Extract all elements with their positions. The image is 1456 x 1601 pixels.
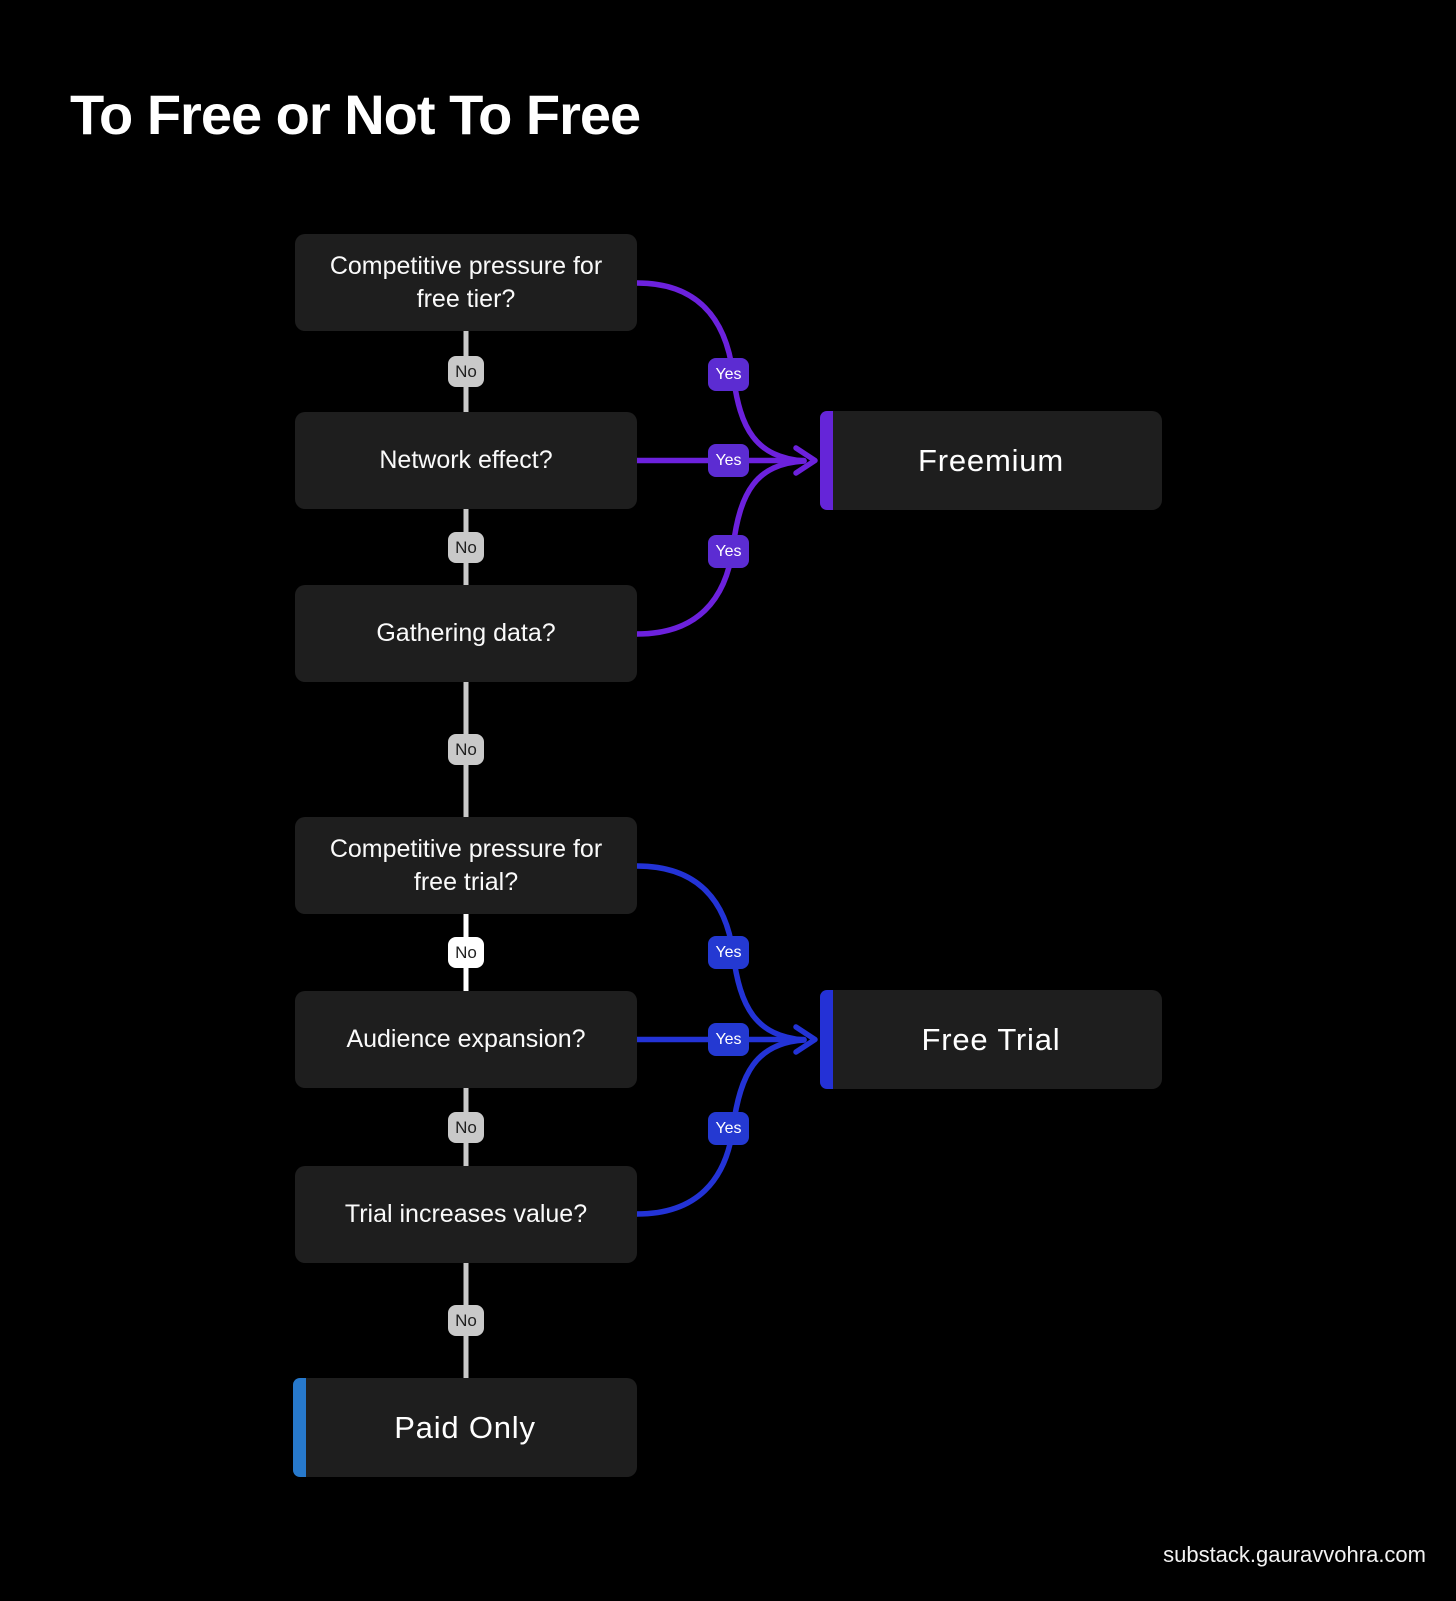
question-node-free-trial-pressure: Competitive pressure for free trial? [295, 817, 637, 914]
question-label: Trial increases value? [344, 1200, 588, 1228]
accent-bar [820, 411, 833, 510]
edge-label-yes: Yes [708, 936, 749, 969]
question-label: Competitive pressure for free trial? [329, 834, 603, 896]
edge-label-no: No [448, 734, 484, 765]
accent-bar [820, 990, 833, 1089]
edge-label-yes: Yes [708, 444, 749, 477]
edge-label-no: No [448, 1112, 484, 1143]
outcome-label: Free Trial [921, 1021, 1061, 1057]
question-label: Competitive pressure for free tier? [329, 251, 603, 313]
page-title: To Free or Not To Free [70, 83, 641, 146]
footer-credit: substack.gauravvohra.com [1163, 1542, 1426, 1567]
question-node-network-effect: Network effect? [295, 412, 637, 509]
edge-label-no: No [448, 1305, 484, 1336]
outcome-label: Freemium [918, 442, 1064, 478]
arrowhead-freemium [793, 445, 818, 476]
outcome-node-free-trial: Free Trial [820, 990, 1162, 1089]
question-label: Audience expansion? [346, 1025, 586, 1053]
question-label: Network effect? [379, 446, 553, 474]
arrowhead-free-trial [793, 1024, 818, 1055]
question-node-gathering-data: Gathering data? [295, 585, 637, 682]
edge-label-no: No [448, 937, 484, 968]
edge-label-yes: Yes [708, 358, 749, 391]
edge-label-yes: Yes [708, 1112, 749, 1145]
accent-bar [293, 1378, 306, 1477]
outcome-label: Paid Only [394, 1409, 536, 1445]
edge-label-yes: Yes [708, 535, 749, 568]
edge-label-yes: Yes [708, 1023, 749, 1056]
outcome-node-freemium: Freemium [820, 411, 1162, 510]
edge-label-no: No [448, 356, 484, 387]
outcome-node-paid-only: Paid Only [293, 1378, 637, 1477]
question-node-free-tier-pressure: Competitive pressure for free tier? [295, 234, 637, 331]
question-node-trial-value: Trial increases value? [295, 1166, 637, 1263]
question-label: Gathering data? [376, 619, 556, 647]
question-node-audience-expansion: Audience expansion? [295, 991, 637, 1088]
edge-label-no: No [448, 532, 484, 563]
